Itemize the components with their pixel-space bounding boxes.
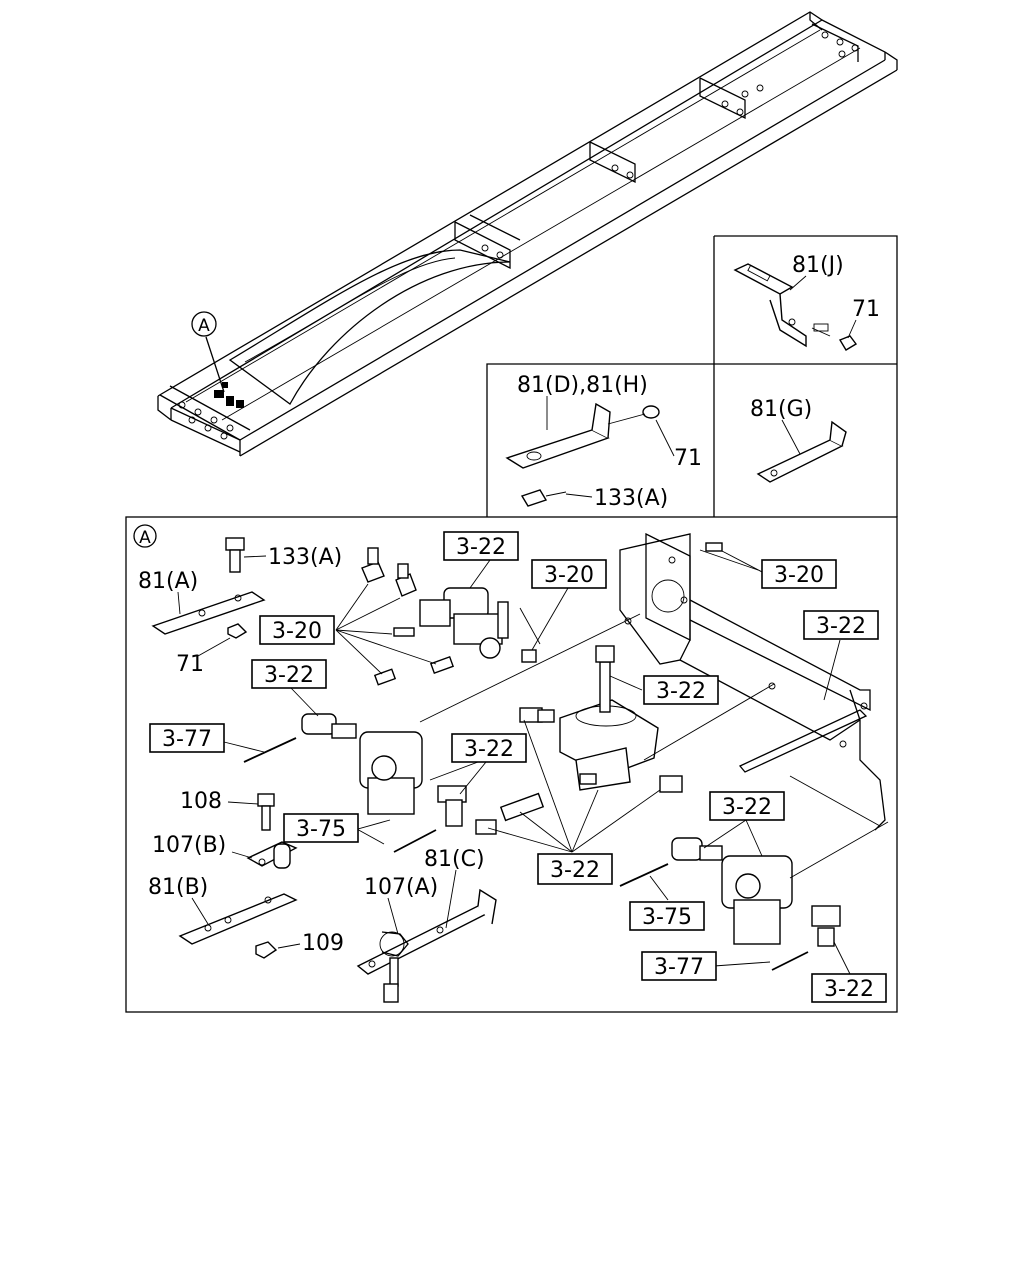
ref-3-22-c: 3-22: [251, 659, 327, 689]
ref-3-20-b: 3-20: [761, 559, 837, 589]
label-133a: 133(A): [268, 545, 342, 570]
label-109: 109: [302, 931, 344, 956]
inset-frames: [125, 235, 898, 1013]
ref-3-22-b-text: 3-22: [816, 614, 866, 639]
chassis-frame: [157, 11, 898, 457]
label-108: 108: [180, 789, 222, 814]
label-81a: 81(A): [138, 569, 198, 594]
relay-valve-top: [419, 587, 509, 659]
clamp-107b: [246, 841, 298, 869]
reference-lines: [339, 607, 889, 879]
plate-81a: [151, 591, 266, 635]
label-133a-dh: 133(A): [594, 486, 668, 511]
ref-3-22-e: 3-22: [451, 733, 527, 763]
ref-3-20-c-text: 3-20: [272, 619, 322, 644]
label-71-j: 71: [852, 297, 880, 322]
ref-3-75-b: 3-75: [629, 901, 705, 931]
label-81dh: 81(D),81(H): [517, 373, 648, 398]
ref-3-22-b: 3-22: [803, 610, 879, 640]
plate-81b: [178, 893, 298, 945]
mounting-bracket: [619, 532, 886, 831]
ref-3-22-a-text: 3-22: [456, 535, 506, 560]
leaders-3-20: [335, 550, 767, 675]
relay-valve-left: [301, 713, 545, 835]
ref-3-22-f-text: 3-22: [722, 795, 772, 820]
bolt-133a: [225, 537, 245, 573]
ref-3-22-h: 3-22: [811, 973, 887, 1003]
ref-3-22-d-text: 3-22: [656, 679, 706, 704]
label-81c: 81(C): [424, 847, 485, 872]
bracket-81dh: [505, 402, 660, 507]
label-81g: 81(G): [750, 397, 812, 422]
nut-71: [227, 623, 248, 639]
label-81b: 81(B): [148, 875, 208, 900]
ref-3-20-a-text: 3-20: [544, 563, 594, 588]
relay-valve-right: [671, 837, 841, 947]
detail-marker-a-label: A: [139, 528, 151, 548]
bracket-81g: [756, 420, 847, 483]
ref-3-22-a: 3-22: [443, 531, 519, 561]
ref-3-77-b-text: 3-77: [654, 955, 704, 980]
leaders-ref: [223, 559, 851, 975]
ref-3-77-b: 3-77: [641, 951, 717, 981]
ref-3-22-d: 3-22: [643, 675, 719, 705]
nut-109: [255, 941, 278, 959]
label-107a: 107(A): [364, 875, 438, 900]
bracket-81j: [733, 263, 858, 351]
ref-3-20-b-text: 3-20: [774, 563, 824, 588]
ref-3-22-f: 3-22: [709, 791, 785, 821]
ref-3-22-h-text: 3-22: [824, 977, 874, 1002]
ref-3-75-a: 3-75: [283, 813, 359, 843]
label-107b: 107(B): [152, 833, 226, 858]
relay-valve-middle: [519, 645, 683, 793]
ref-3-22-e-text: 3-22: [464, 737, 514, 762]
label-71-dh: 71: [674, 446, 702, 471]
ref-3-22-g-text: 3-22: [550, 858, 600, 883]
detail-marker-top: A: [191, 311, 217, 337]
bolt-108: [257, 793, 275, 831]
ref-3-22-g: 3-22: [537, 853, 613, 885]
ref-3-77-a-text: 3-77: [162, 727, 212, 752]
fittings-3-20: [361, 547, 537, 686]
label-81j: 81(J): [792, 253, 844, 278]
bracket-81c: [356, 888, 497, 1003]
ref-3-75-a-text: 3-75: [296, 817, 346, 842]
ref-3-20-a: 3-20: [531, 559, 607, 589]
detail-marker-top-label: A: [198, 316, 210, 336]
ref-3-22-c-text: 3-22: [264, 663, 314, 688]
hoses: [243, 737, 809, 971]
label-71-a: 71: [176, 652, 204, 677]
ref-3-20-c: 3-20: [259, 615, 335, 645]
ref-3-75-b-text: 3-75: [642, 905, 692, 930]
ref-3-77-a: 3-77: [149, 723, 225, 753]
detail-marker-a: A: [133, 524, 157, 548]
